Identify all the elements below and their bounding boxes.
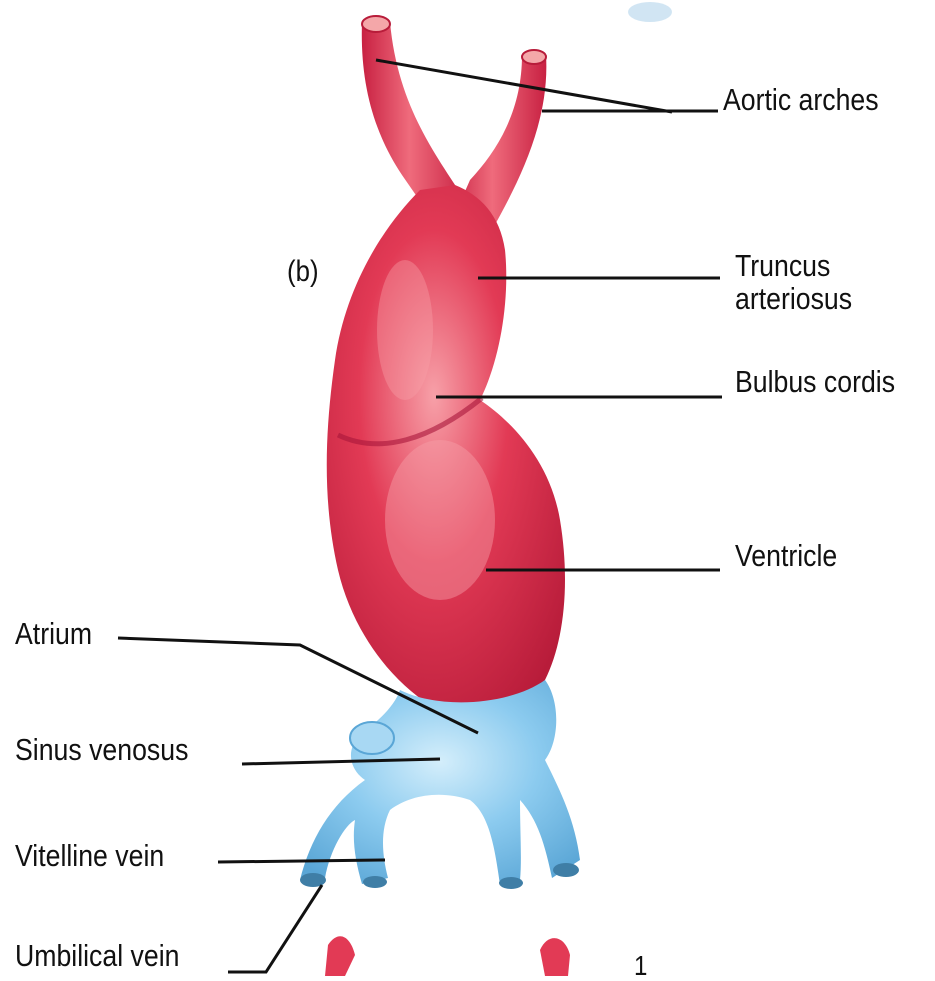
label-umbilical-vein: Umbilical vein [15,940,179,973]
label-truncus-line2: arteriosus [735,281,852,316]
label-bulbus-cordis: Bulbus cordis [735,366,895,399]
bottom-fragment-right [540,938,570,976]
label-atrium: Atrium [15,618,92,651]
label-ventricle: Ventricle [735,540,837,573]
vein-opening-4 [553,863,579,877]
top-smudge [628,2,672,22]
vein-opening-1 [300,873,326,887]
sinus-venosus-body [300,680,580,884]
vein-opening-2 [363,876,387,888]
ventricle-highlight [385,440,495,600]
panel-label: (b) [287,256,319,288]
label-vitelline-vein: Vitelline vein [15,840,164,873]
vitelline-leader [218,860,385,862]
label-sinus-venosus: Sinus venosus [15,734,188,767]
label-aortic-arches: Aortic arches [723,84,879,117]
vein-opening-3 [499,877,523,889]
umbilical-leader [228,885,322,972]
left-arch-opening [362,16,390,32]
right-arch-opening [522,50,546,64]
bottom-fragment-left [325,936,355,976]
bulbus-highlight [377,260,433,400]
label-truncus-line1: Truncus [735,248,830,283]
sinus-venosus-bulge [350,722,394,754]
label-truncus-arteriosus: Truncus arteriosus [735,250,852,315]
